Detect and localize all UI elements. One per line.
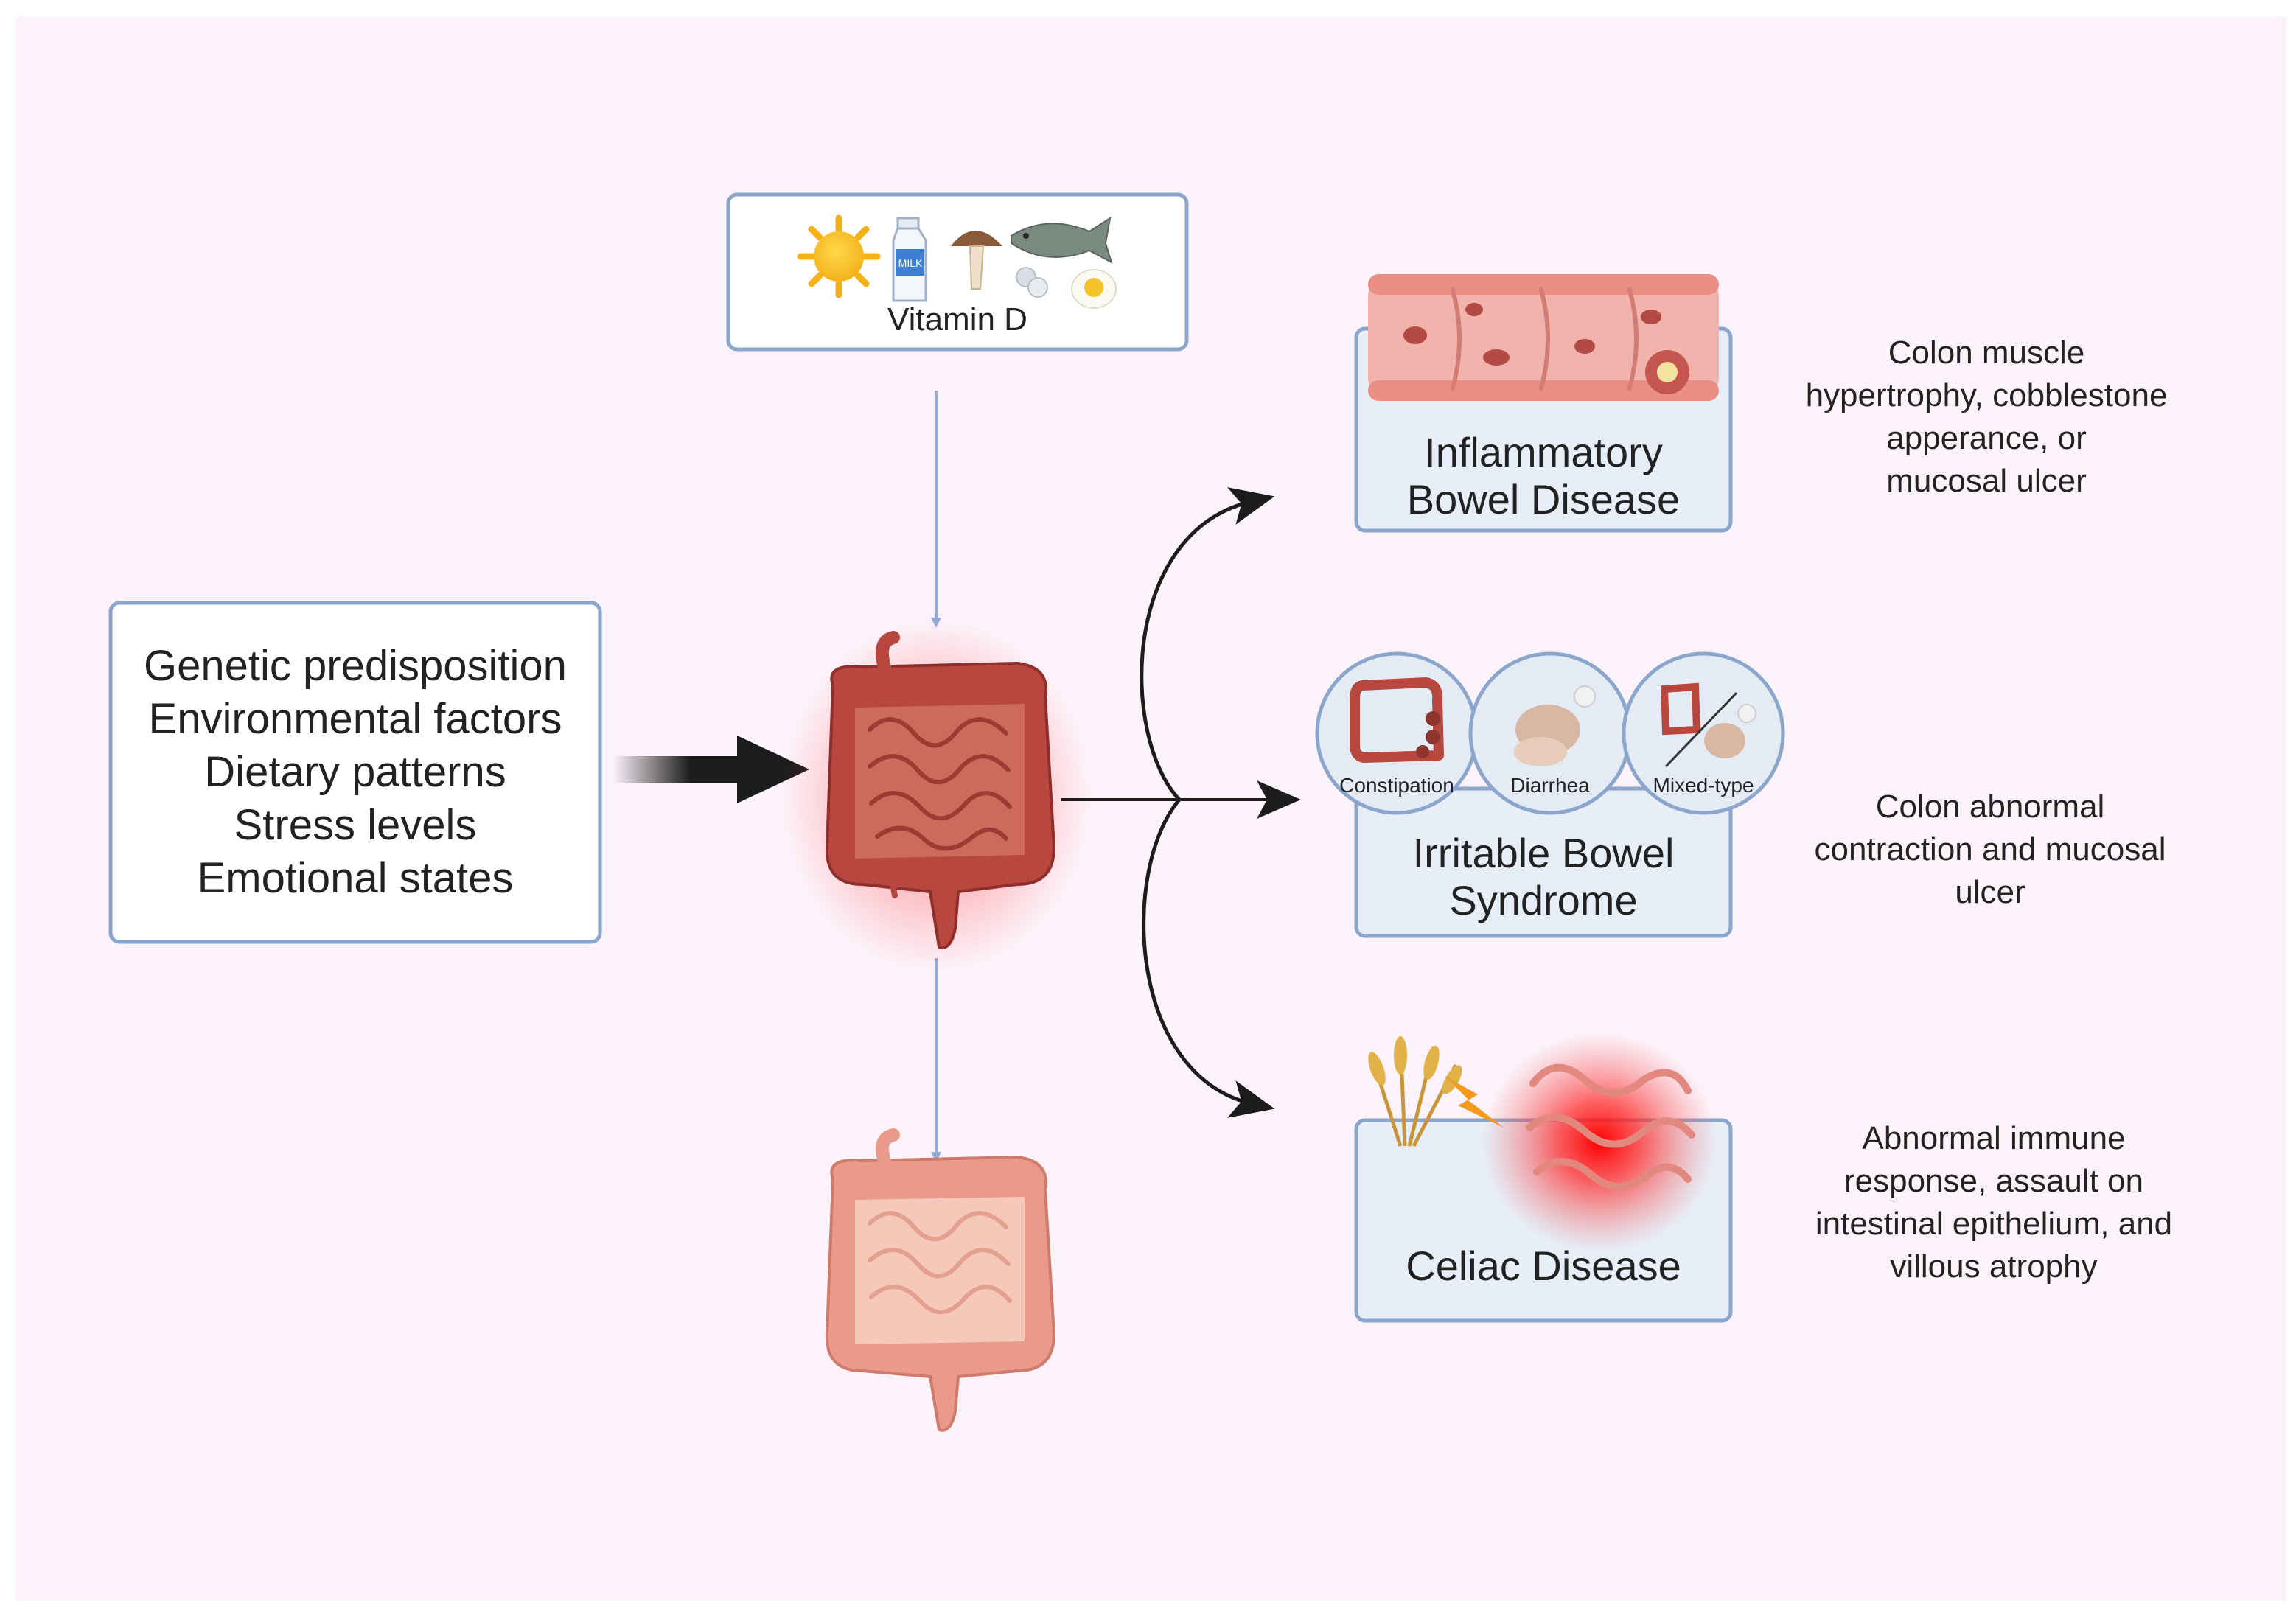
- ibd-description-line: apperance, or: [1886, 420, 2087, 456]
- sun-icon: [797, 214, 881, 298]
- factor-item: Stress levels: [234, 801, 477, 849]
- celiac-description-line: intestinal epithelium, and: [1815, 1206, 2173, 1242]
- lightning-icon: [1445, 1076, 1504, 1128]
- ibs-title-line: Syndrome: [1449, 877, 1638, 923]
- ibd-description: Colon muscle hypertrophy, cobblestone ap…: [1776, 332, 2196, 503]
- celiac-title-line: Celiac Disease: [1406, 1243, 1681, 1289]
- mixed-type-label: Mixed-type: [1653, 774, 1754, 797]
- healthy-intestine-icon: [825, 1128, 1056, 1432]
- ibs-description-line: contraction and mucosal: [1814, 831, 2166, 867]
- egg-icon: [1071, 269, 1117, 309]
- fish-icon: [1011, 216, 1113, 265]
- ibs-description-line: Colon abnormal: [1875, 789, 2105, 825]
- inflamed-intestine-icon: [781, 619, 1091, 973]
- celiac-title: Celiac Disease: [1356, 1243, 1731, 1290]
- arrow-to-celiac: [1142, 798, 1275, 1118]
- constipation-colon-icon: [1350, 677, 1444, 763]
- factors-list: Genetic predisposition Environmental fac…: [111, 640, 600, 905]
- ibs-description: Colon abnormal contraction and mucosal u…: [1776, 786, 2204, 914]
- ibs-title: Irritable Bowel Syndrome: [1356, 830, 1731, 924]
- celiac-description: Abnormal immune response, assault on int…: [1776, 1117, 2211, 1288]
- ibd-title-line: Inflammatory: [1424, 429, 1663, 475]
- vitamin-d-label: Vitamin D: [887, 301, 1027, 338]
- mushroom-icon: [951, 231, 1002, 290]
- arrow-to-ibd: [1140, 487, 1275, 801]
- colon-lumen-icon: [1368, 274, 1719, 401]
- factor-item: Emotional states: [197, 854, 514, 902]
- pills-icon: [1016, 267, 1048, 298]
- ibs-subtypes: [1315, 651, 1785, 815]
- ibd-description-line: hypertrophy, cobblestone: [1805, 377, 2168, 413]
- mixed-type-icon: [1660, 682, 1756, 768]
- factor-item: Genetic predisposition: [144, 642, 567, 690]
- celiac-description-line: villous atrophy: [1890, 1248, 2098, 1285]
- factor-item: Environmental factors: [148, 695, 562, 743]
- constipation-label: Constipation: [1339, 774, 1454, 797]
- diarrhea-figure-icon: [1514, 685, 1596, 766]
- diarrhea-label: Diarrhea: [1510, 774, 1590, 797]
- celiac-description-line: response, assault on: [1843, 1163, 2144, 1199]
- milk-carton-icon: MILK: [892, 217, 927, 302]
- ibs-description-line: ulcer: [1955, 874, 2025, 910]
- factors-box: [108, 601, 602, 944]
- ibd-description-line: Colon muscle: [1888, 335, 2085, 371]
- wheat-icon: [1368, 1036, 1462, 1147]
- factors-arrow: [613, 736, 809, 803]
- milk-label: MILK: [898, 257, 923, 269]
- ibs-title-line: Irritable Bowel: [1412, 830, 1675, 876]
- ibd-description-line: mucosal ulcer: [1886, 463, 2087, 499]
- ibd-title-line: Bowel Disease: [1406, 476, 1681, 523]
- celiac-description-line: Abnormal immune: [1862, 1120, 2126, 1156]
- factor-item: Dietary patterns: [204, 748, 506, 796]
- celiac-intestine-icon: [1482, 1032, 1717, 1253]
- ibd-title: Inflammatory Bowel Disease: [1356, 429, 1731, 523]
